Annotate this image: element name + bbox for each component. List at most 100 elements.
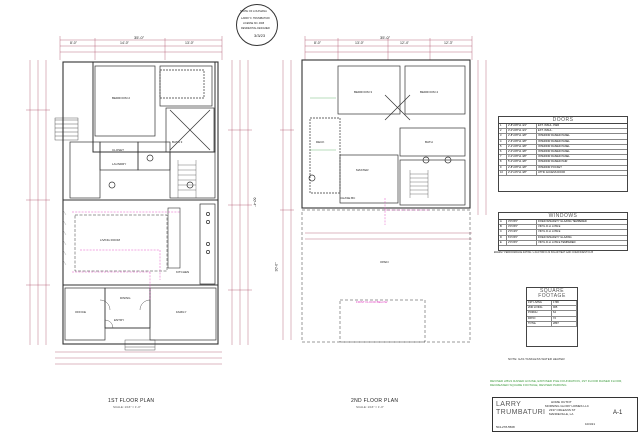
door-cell: INTERIOR RAISED PANEL: [538, 139, 570, 143]
door-cell: 2'-8"x6'8"x1 3/8": [507, 165, 537, 170]
door-cell: 6: [499, 149, 507, 155]
door-cell: INTERIOR POCKET: [538, 165, 562, 169]
room-closet: CLOSET: [112, 148, 125, 152]
door-cell: 1: [499, 124, 507, 129]
title-block: LARRY TRUMBATURI HOME OUTFIT MORNING GLO…: [492, 397, 638, 432]
door-cell: 4: [499, 139, 507, 144]
door-cell: 2: [499, 129, 507, 134]
window-cell: VINYL D.H. LOW E: [538, 225, 561, 229]
client-name: HOME OUTFIT: [551, 400, 572, 404]
stamp-role: RESIDENTIAL DESIGNER: [241, 27, 270, 30]
window-cell: FIXED W/SAFETY GLAZING TEMPERED: [538, 220, 587, 223]
window-cell: 2'0"x5'0": [507, 240, 537, 245]
second-overall-dim: 35'-0": [380, 35, 391, 40]
sqft-cell: 64: [552, 311, 577, 316]
first-top-dim-3: 13'-0": [185, 41, 194, 45]
door-cell: 3: [499, 134, 507, 139]
revision-note: REVISED 2/8/21 RAISED HOUSE, EXPOSED PIL…: [490, 379, 623, 387]
designer-name: LARRY TRUMBATURI: [496, 401, 546, 416]
room2-below: FIRST FLOOR BELOW: [356, 300, 388, 304]
first-top-dim-1: 8'-0": [70, 41, 77, 45]
windows-title: WINDOWS: [499, 213, 627, 220]
second-top-dim-1: 8'-0": [314, 41, 321, 45]
sqft-cell: PORCH: [527, 311, 552, 316]
window-cell: E: [499, 240, 507, 245]
room2-bath: BATH: [425, 140, 433, 144]
door-cell: 3'-0"x6'8"x1 3/4": [507, 129, 537, 134]
door-cell: 5'-0"x6'8"x1 3/8": [507, 160, 537, 165]
designer-stamp: STATE OF LOUISIANA LARRY F. TRUMBATURI L…: [236, 4, 278, 46]
room2-deck: DECK: [316, 140, 325, 144]
project-name: MORNING GLORY HOMES LLC: [545, 404, 589, 408]
door-cell: INTERIOR RAISED PANEL: [538, 155, 570, 159]
room-entry: ENTRY: [114, 318, 125, 322]
heater-note: NOTE: GAS TANKLESS WATER HEATER: [508, 357, 565, 361]
sheet-date: 10/4/21: [585, 422, 596, 426]
sqft-cell: 2897: [552, 321, 577, 326]
room-office: OFFICE: [75, 310, 86, 314]
second-floor-title: 2ND FLOOR PLAN: [351, 398, 399, 404]
room-bedroom2: BEDROOM 2: [112, 96, 131, 100]
sqft-cell: 72: [552, 316, 577, 321]
window-cell: A: [499, 220, 507, 225]
door-cell: EXT. INSUL. PAIR: [538, 124, 560, 127]
door-cell: 2'-8"x6'8"x1 3/8": [507, 134, 537, 139]
second-side-dim: 30'-0": [274, 262, 279, 272]
window-cell: C: [499, 230, 507, 235]
sqft-cell: 965: [552, 306, 577, 311]
door-cell: 2'-6"x6'8"x1 3/8": [507, 139, 537, 144]
room2-chase: CHASE BC: [340, 196, 356, 200]
contact-phone: 504-278-5508: [496, 425, 515, 429]
door-cell: INTERIOR RAISED PANEL: [538, 144, 570, 148]
first-overall-dim: 35'-0": [134, 35, 145, 40]
door-cell: 9: [499, 165, 507, 170]
room-bath3: BATH 3: [172, 140, 183, 144]
door-cell: 5: [499, 144, 507, 149]
sheet-number: A-1: [613, 410, 623, 416]
window-cell: 6'0"x5'0": [507, 235, 537, 240]
door-cell: 2'-0"x6'8"x1 3/8": [507, 149, 537, 155]
stamp-name: LARRY F. TRUMBATURI: [241, 17, 270, 20]
stamp-license: LICENSE NO. 4908: [243, 22, 265, 25]
sqft-cell: 1796: [552, 301, 577, 306]
room-kitchen: KITCHEN: [176, 270, 190, 274]
first-floor-title: 1ST FLOOR PLAN: [108, 398, 155, 404]
room2-bed4: BEDROOM 4: [420, 90, 439, 94]
room-family: FAMILY: [176, 310, 187, 314]
doors-title: DOORS: [499, 117, 627, 124]
project-city: MANDEVILLE, LA: [549, 412, 574, 416]
sqft-cell: TOTAL: [527, 321, 552, 326]
window-cell: VINYL D.H. LOW E: [538, 230, 561, 234]
first-floor-scale: SCALE: 1/16" = 1'-0": [113, 405, 141, 409]
room-living: LIVING ROOM: [100, 238, 121, 242]
room2-master: MASTER: [356, 168, 369, 172]
room-laundry: LAUNDRY: [112, 162, 127, 166]
room2-bed3: BEDROOM 3: [354, 90, 373, 94]
door-cell: INTERIOR RAISED PAIR: [538, 160, 568, 164]
door-cell: INTERIOR RAISED PANEL: [538, 149, 570, 153]
sqft-cell: 1ST LIVING: [527, 301, 552, 306]
door-cell: 8: [499, 160, 507, 165]
